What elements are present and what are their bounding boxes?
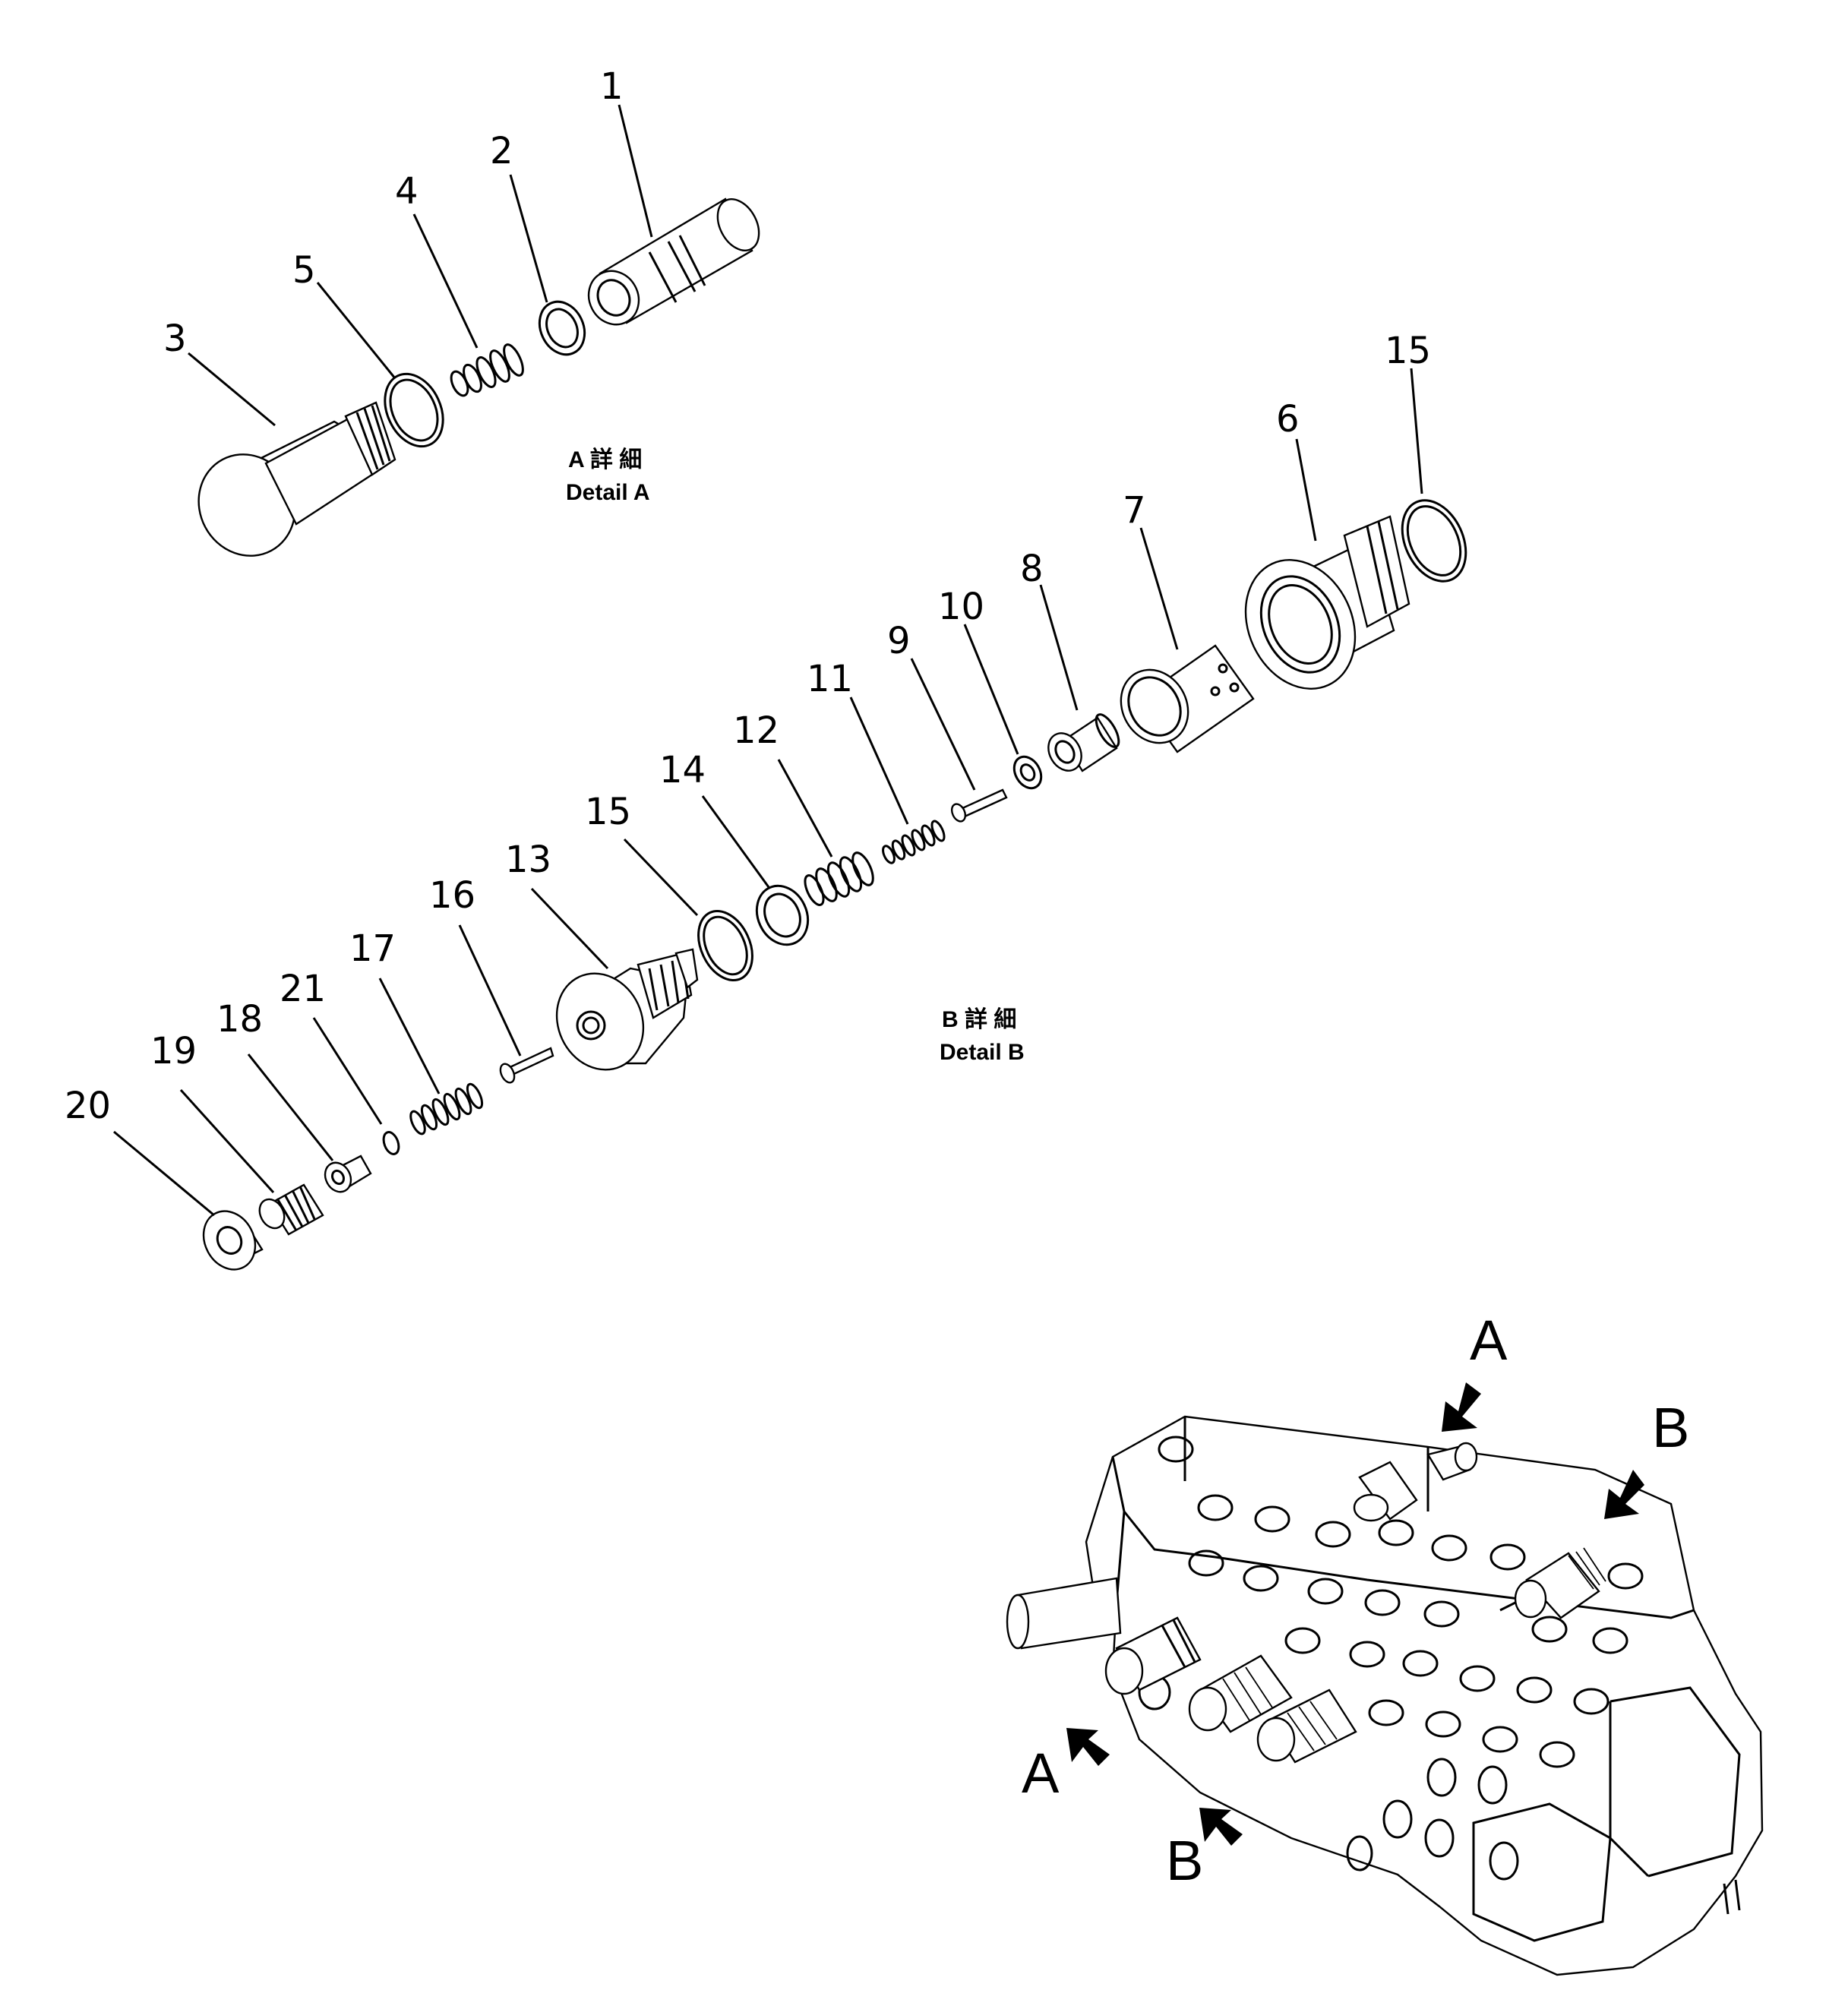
part-label-15-lower: 15 <box>585 791 631 833</box>
part-label-12: 12 <box>733 709 779 752</box>
part-label-4: 4 <box>395 170 419 213</box>
part-5-o-ring <box>384 372 444 448</box>
part-label-19: 19 <box>150 1030 197 1072</box>
part-label-5: 5 <box>292 249 316 292</box>
part-label-2: 2 <box>490 130 513 172</box>
part-label-11: 11 <box>807 658 853 700</box>
part-label-17: 17 <box>349 927 396 970</box>
part-label-9: 9 <box>887 620 911 662</box>
control-valve-assembly: A B A B <box>1006 1309 1764 1976</box>
detail-b-group: 15 6 7 8 10 9 11 12 14 15 13 16 17 21 18… <box>65 330 1467 1271</box>
part-18-adjuster <box>324 1155 372 1193</box>
part-16-poppet-pin <box>499 1047 554 1084</box>
arrow-letter-a-left: A <box>1022 1742 1060 1805</box>
part-4-spring <box>450 343 524 397</box>
part-label-20: 20 <box>65 1085 111 1127</box>
detail-b-caption-jp: B 詳 細 <box>942 1006 1016 1032</box>
arrow-a-top <box>1442 1382 1481 1432</box>
detail-a-caption-jp: A 詳 細 <box>568 447 642 472</box>
arrow-a-left <box>1066 1728 1110 1766</box>
arrow-b-right <box>1604 1470 1644 1519</box>
part-label-13: 13 <box>505 839 551 881</box>
part-13-valve-body <box>555 948 699 1071</box>
part-2-ring <box>538 300 586 356</box>
part-label-10: 10 <box>938 586 984 628</box>
part-15-o-ring-lower <box>697 909 753 982</box>
part-19-screw <box>258 1183 324 1236</box>
part-label-16: 16 <box>429 874 475 917</box>
part-9-pin <box>950 788 1008 823</box>
assembly-relief-valve-a-top <box>1353 1442 1478 1522</box>
arrow-letter-b-lower: B <box>1166 1829 1203 1892</box>
part-label-3: 3 <box>163 317 187 360</box>
part-20-lock-nut <box>202 1210 264 1271</box>
assembly-relief-valve-b-right <box>1499 1547 1606 1619</box>
part-label-1: 1 <box>600 65 624 108</box>
part-17-spring <box>409 1082 484 1136</box>
part-1-piston <box>587 197 760 326</box>
part-3-plug <box>197 401 396 557</box>
arrow-letter-b-right: B <box>1652 1396 1689 1459</box>
part-label-8: 8 <box>1020 548 1044 590</box>
assembly-relief-valve-a-left <box>1104 1616 1202 1695</box>
part-21-small-o-ring <box>382 1131 400 1155</box>
part-label-18: 18 <box>216 998 263 1041</box>
part-label-21: 21 <box>280 968 326 1010</box>
detail-a-group: 1 2 4 5 3 A 詳 細 Detail A <box>163 65 760 557</box>
part-15-o-ring-top <box>1401 499 1467 583</box>
arrow-letter-a-top: A <box>1470 1309 1508 1372</box>
part-7-sleeve <box>1120 644 1255 753</box>
part-12-spring <box>804 851 874 906</box>
part-label-15-top: 15 <box>1385 330 1431 372</box>
detail-b-leaders <box>113 368 1423 1217</box>
part-11-spring <box>882 820 946 864</box>
part-14-retainer <box>755 884 810 946</box>
part-6-cap-nut <box>1244 515 1410 690</box>
part-label-14: 14 <box>659 749 706 791</box>
part-10-washer <box>1012 755 1043 790</box>
detail-a-caption-en: Detail A <box>566 480 650 505</box>
detail-a-leaders <box>188 104 653 427</box>
part-label-7: 7 <box>1123 489 1146 532</box>
detail-b-caption-en: Detail B <box>940 1040 1025 1065</box>
arrow-b-lower <box>1199 1808 1243 1846</box>
part-8-valve <box>1047 713 1120 772</box>
part-label-6: 6 <box>1276 398 1300 441</box>
assembly-relief-valve-b-lower <box>1188 1654 1357 1764</box>
